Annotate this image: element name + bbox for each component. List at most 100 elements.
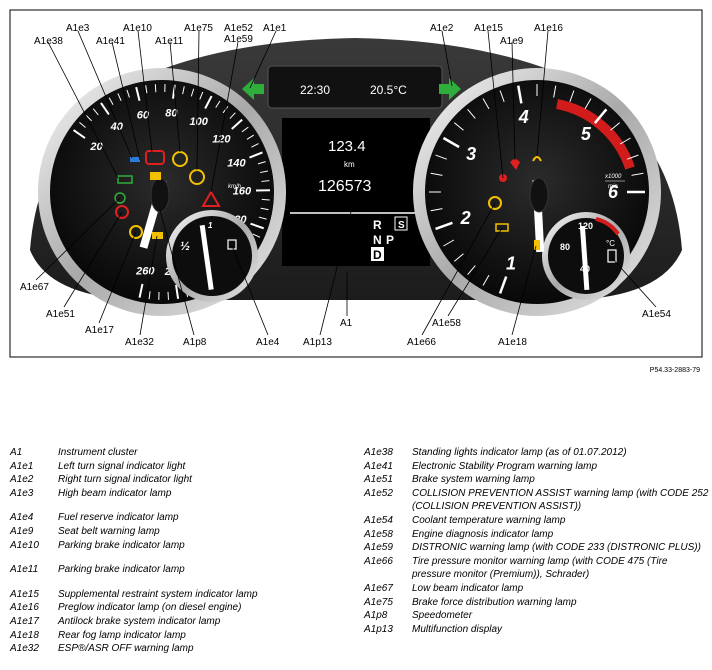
cluster-illustration: 20406080100120140160180200220240260 1234… (9, 9, 703, 358)
legend-description: Speedometer (412, 610, 473, 622)
speed-tick (100, 102, 110, 116)
speed-tick-label: 260 (135, 265, 155, 277)
redline-zone (555, 99, 635, 170)
legend-row: A1e2 Right turn signal indicator light (10, 473, 355, 487)
tach-tick-label: 1 (506, 253, 516, 273)
outside-temp-readout: 20.5°C (370, 83, 407, 97)
legend-code: A1e2 (10, 474, 34, 486)
legend-description: DISTRONIC warning lamp (with CODE 233 (D… (412, 542, 701, 554)
legend-code: A1e4 (10, 512, 34, 524)
esp-off-icon (152, 232, 163, 239)
callout-a1p8: A1p8 (183, 337, 207, 348)
legend-row: A1e58 Engine diagnosis indicator lamp (364, 528, 709, 542)
legend-description: Low beam indicator lamp (412, 582, 524, 594)
tach-tick (435, 154, 447, 160)
tach-unit-bottom: min (608, 184, 618, 190)
collision-prevention-icon (201, 189, 221, 207)
gear-s: S (398, 220, 405, 231)
preglow-icon (532, 156, 542, 162)
tach-tick (517, 85, 523, 104)
tach-tick (453, 253, 464, 262)
abs-indicator-icon (129, 225, 143, 239)
speed-tick (258, 216, 267, 220)
speed-tick-label: 100 (190, 116, 209, 128)
instrument-cluster-diagram: 20406080100120140160180200220240260 1234… (9, 9, 703, 358)
gear-n: N (373, 233, 382, 247)
fuel-reserve-icon (227, 239, 237, 250)
speed-tick (241, 126, 249, 133)
clock-readout: 22:30 (300, 83, 330, 97)
speed-tick-label: 140 (227, 158, 246, 170)
speed-tick-label: 120 (212, 133, 231, 145)
speed-tick (229, 112, 236, 119)
trip-unit: km (344, 160, 355, 169)
speed-tick (79, 121, 86, 128)
legend-description: Standing lights indicator lamp (as of 01… (412, 447, 627, 458)
legend-code: A1e18 (10, 629, 39, 641)
legend-code: A1e10 (10, 539, 39, 551)
high-beam-icon (130, 157, 140, 162)
legend-description: Engine diagnosis indicator lamp (412, 528, 554, 540)
speed-tick (148, 291, 151, 300)
speed-tick-label: 20 (89, 141, 103, 153)
gear-d: D (373, 248, 382, 262)
brake-system-warning-icon (115, 205, 129, 219)
legend-description: Right turn signal indicator light (58, 474, 192, 486)
tach-tick (453, 122, 464, 131)
leader-lines (35, 30, 657, 336)
callout-a1e59: A1e59 (224, 34, 253, 45)
fuel-needle (199, 224, 214, 290)
callout-a1e16: A1e16 (534, 23, 563, 34)
speed-tick (199, 91, 204, 100)
odometer-readout: 126573 (318, 178, 371, 195)
coolant-low-label: 40 (580, 264, 590, 274)
legend-code: A1e59 (364, 542, 393, 554)
speed-tick (259, 170, 269, 174)
seat-belt-icon (510, 158, 520, 170)
legend-code: A1e32 (10, 643, 39, 655)
legend-code: A1e11 (10, 564, 39, 576)
tach-tick (499, 90, 505, 102)
fuel-full-label: 1 (208, 221, 213, 230)
speed-tick-label: 80 (165, 108, 178, 120)
rear-fog-icon (534, 240, 540, 250)
speed-tick (135, 86, 141, 101)
legend-description: Brake force distribution warning lamp (412, 596, 577, 608)
callout-a1e41: A1e41 (96, 36, 125, 47)
speed-tick (261, 180, 270, 182)
callout-a1e52: A1e52 (224, 23, 253, 34)
callout-a1e67: A1e67 (20, 282, 49, 293)
legend-description: Rear fog lamp indicator lamp (58, 629, 186, 641)
legend-code: A1e16 (10, 602, 39, 614)
figure-reference: P54.33-2883-79 (649, 367, 700, 374)
legend-code: A1 (10, 447, 23, 458)
legend-code: A1e17 (10, 615, 39, 627)
tach-tick (593, 108, 608, 124)
tach-tick (430, 208, 443, 212)
legend-description: Left turn signal indicator light (58, 460, 186, 472)
gear-r: R (373, 218, 382, 232)
legend-code: A1e58 (364, 528, 393, 540)
speed-tick (260, 207, 269, 211)
speed-unit: km/h (228, 184, 242, 190)
callout-a1e3: A1e3 (66, 23, 90, 34)
callout-a1e18: A1e18 (498, 337, 527, 348)
speed-tick (250, 222, 265, 230)
engine-diagnosis-icon (495, 223, 509, 232)
legend-code: A1p8 (364, 610, 388, 622)
speedometer-dial: 20406080100120140160180200220240260 (38, 68, 286, 316)
legend-description: COLLISION PREVENTION ASSIST warning lamp… (412, 487, 709, 513)
legend-description: Parking brake indicator lamp (58, 539, 185, 551)
speed-tick (231, 118, 243, 130)
gear-p: P (386, 233, 394, 247)
coolant-unit: °C (606, 239, 615, 248)
tach-tick-label: 5 (581, 124, 592, 144)
